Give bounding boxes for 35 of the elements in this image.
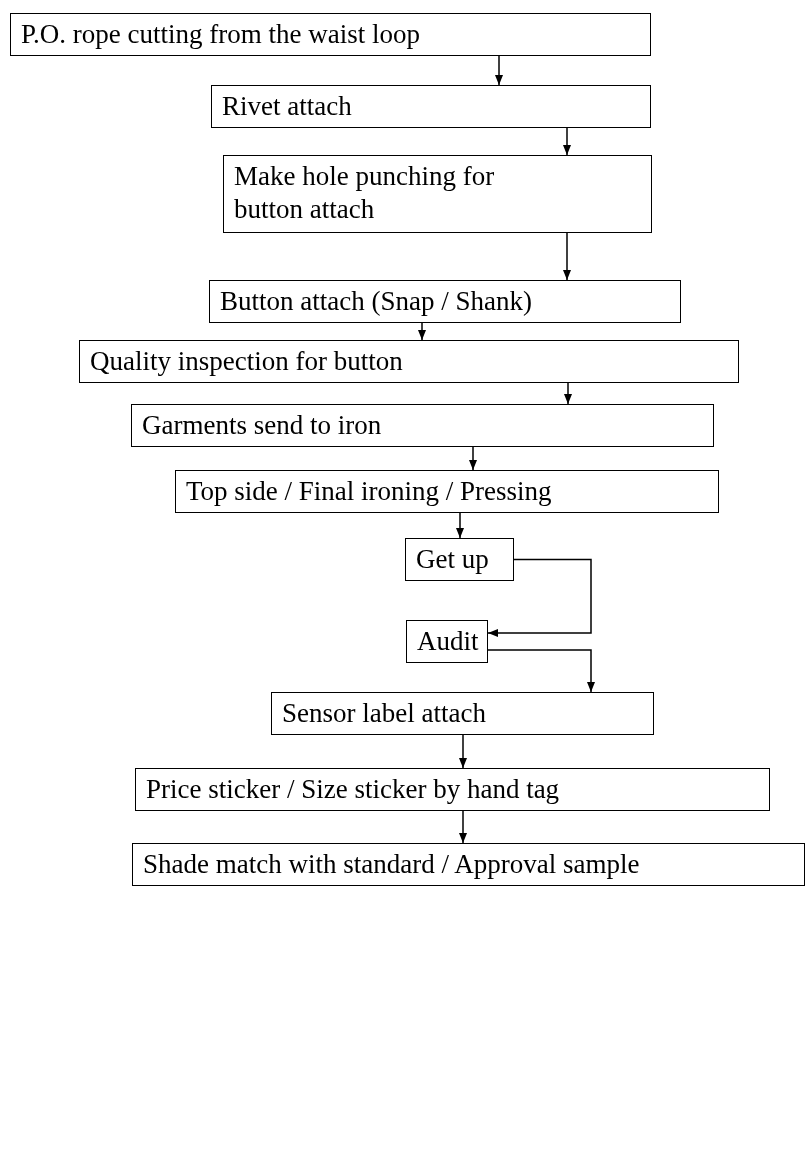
process-box — [79, 340, 739, 383]
step-text: P.O. rope cutting from the waist loop — [21, 18, 421, 51]
process-box — [223, 155, 652, 233]
step-text: Make hole punching for button attach — [234, 160, 496, 226]
process-box — [406, 620, 488, 663]
arrow — [459, 734, 467, 769]
step-text: Sensor label attach — [282, 697, 487, 730]
process-box — [135, 768, 770, 811]
arrow — [564, 382, 572, 405]
process-box — [405, 538, 514, 581]
arrow — [459, 810, 467, 844]
process-box — [131, 404, 714, 447]
step-text: Garments send to iron — [142, 409, 383, 442]
process-box — [209, 280, 681, 323]
step-text: Top side / Final ironing / Pressing — [186, 475, 553, 508]
process-box — [271, 692, 654, 735]
process-box — [175, 470, 719, 513]
arrow — [563, 232, 571, 281]
step-text: Quality inspection for button — [90, 345, 404, 378]
process-box — [211, 85, 651, 128]
arrow — [487, 649, 595, 693]
arrow — [563, 127, 571, 156]
step-text: Get up — [416, 543, 490, 576]
arrow — [487, 558, 592, 637]
step-text: Button attach (Snap / Shank) — [220, 285, 533, 318]
arrow — [469, 446, 477, 471]
step-text: Shade match with standard / Approval sample — [143, 848, 641, 881]
arrow — [418, 322, 426, 341]
arrow — [456, 512, 464, 539]
step-text: Audit — [417, 625, 477, 658]
step-text: Price sticker / Size sticker by hand tag — [146, 773, 561, 806]
arrow — [495, 55, 503, 86]
process-box — [10, 13, 651, 56]
step-text: Rivet attach — [222, 90, 353, 123]
process-box — [132, 843, 805, 886]
